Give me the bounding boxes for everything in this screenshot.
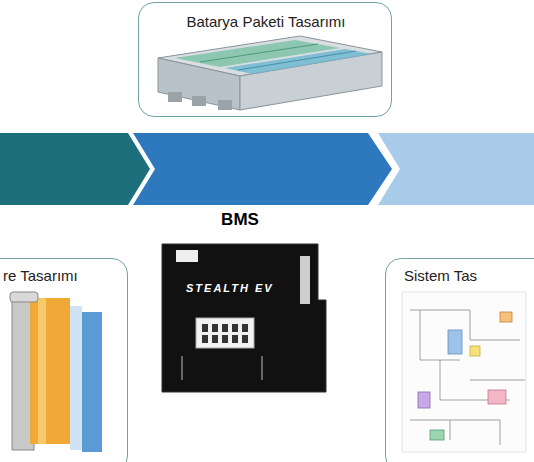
cell-illustration — [10, 278, 102, 452]
component-title: BMS — [221, 211, 259, 230]
section-box: Batarya Paketi Tasarımı — [138, 2, 392, 117]
section-box: re Tasarımı — [0, 258, 128, 462]
chevron-arrow — [133, 133, 392, 205]
chevron-arrow — [0, 133, 150, 205]
section-title: Batarya Paketi Tasarımı — [187, 13, 346, 31]
bms-board-illustration — [162, 244, 326, 392]
board-print: STEALTH EV — [186, 282, 274, 294]
schematic-illustration — [402, 292, 526, 452]
chevron-arrow — [378, 133, 534, 205]
section-title: Sistem Tas — [404, 267, 477, 285]
section-box: Sistem Tas — [385, 258, 534, 462]
section-title: re Tasarımı — [3, 267, 78, 285]
battery-pack-illustration — [158, 36, 382, 110]
